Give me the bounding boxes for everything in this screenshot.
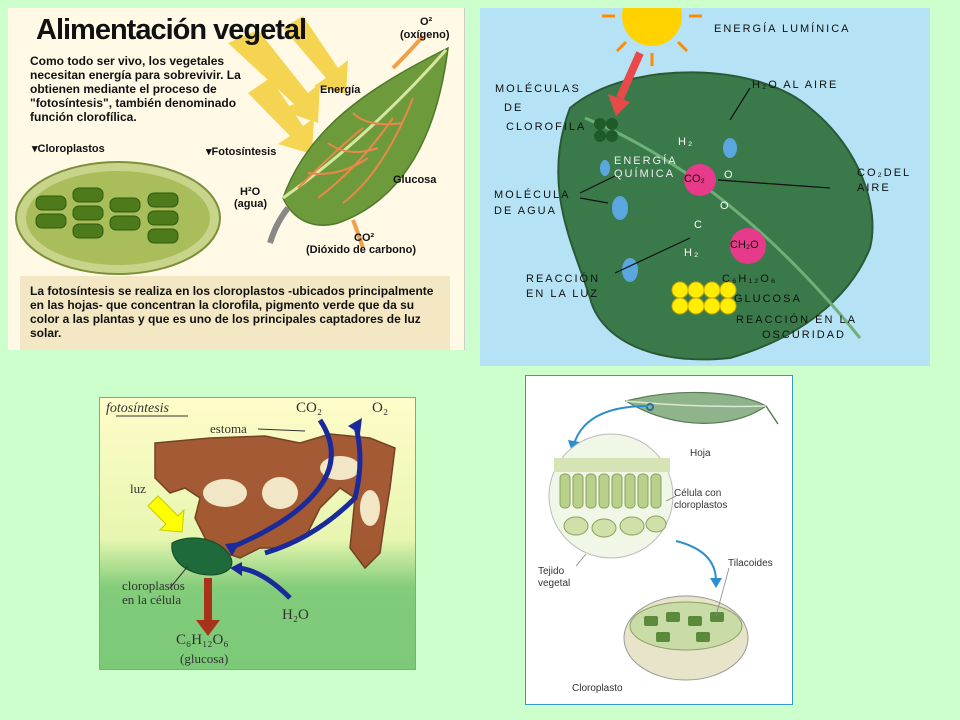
glucosa-formula-label: C₆H₁₂O₆: [176, 632, 229, 648]
molecula-agua-label-2: DE AGUA: [494, 205, 557, 217]
cloroplastos-label-1: cloroplastos: [122, 578, 185, 593]
oxigeno-label: (oxígeno): [400, 29, 450, 41]
leaf-structure-panel: Hoja Célula con cloroplastos Tejido vege…: [525, 375, 793, 705]
co2-del-label: CO₂DEL: [857, 167, 912, 179]
o2-label: O₂: [372, 400, 389, 416]
leaf-diagram: [557, 8, 874, 361]
energia-label: Energía: [320, 84, 361, 96]
caption-text: La fotosíntesis se realiza en los clorop…: [20, 276, 450, 350]
sun-icon: [602, 8, 702, 66]
leaf-photosynthesis-panel: ENERGÍA LUMÍNICA H₂O AL AIRE MOLÉCULAS D…: [480, 8, 930, 366]
alimentacion-illustration: [15, 16, 449, 275]
alimentacion-vegetal-panel: Alimentación vegetal Como todo ser vivo,…: [8, 8, 465, 350]
tilacoides-label: Tilacoides: [728, 558, 773, 569]
aire-label: AIRE: [857, 182, 891, 194]
ch2o-label: CH₂O: [730, 239, 759, 251]
tejido-label-2: vegetal: [538, 578, 571, 589]
leaf-structure-illustration: [548, 391, 779, 681]
o2-label: O²: [420, 16, 433, 28]
reaccion-oscuridad-label-1: REACCIÓN EN LA: [736, 314, 857, 326]
cloroplasto-label: Cloroplasto: [572, 683, 623, 694]
cell-diagram: [116, 415, 396, 636]
glucosa-label: GLUCOSA: [734, 293, 802, 305]
luz-label: luz: [130, 481, 146, 496]
fotosintesis-label: ▾Fotosíntesis: [206, 146, 277, 158]
energia-quimica-label-1: ENERGÍA: [614, 155, 678, 167]
h2o-label: H²O: [240, 186, 261, 198]
molecula-agua-label-1: MOLÉCULA: [494, 189, 571, 201]
o-label-2: O: [720, 200, 731, 212]
c-label: C: [694, 219, 704, 231]
co2-circle-label: CO₂: [684, 173, 705, 185]
glucosa-formula-label: C₆H₁₂O₆: [722, 273, 778, 285]
h2o-label: H₂O: [282, 607, 309, 623]
agua-label: (agua): [234, 198, 267, 210]
dioxido-label: (Dióxido de carbono): [306, 244, 416, 256]
moleculas-label: MOLÉCULAS: [495, 83, 581, 95]
reaccion-luz-label-1: REACCIÓN: [526, 273, 601, 285]
co2-label: CO₂: [296, 400, 323, 416]
co2-label: CO²: [354, 232, 375, 244]
energia-quimica-label-2: QUÍMICA: [614, 168, 676, 180]
h2o-aire-label: H₂O AL AIRE: [752, 79, 839, 91]
reaccion-luz-label-2: EN LA LUZ: [526, 288, 600, 300]
o-label-1: O: [724, 169, 735, 181]
intro-text: Como todo ser vivo, los vegetales necesi…: [30, 54, 241, 124]
cloroplastos-label: ▾Cloroplastos: [32, 143, 105, 155]
glucosa-label: (glucosa): [180, 651, 229, 666]
page-title: Alimentación vegetal: [36, 14, 307, 46]
h2-top-label: H₂: [678, 136, 695, 148]
fotosintesis-title: fotosíntesis: [106, 401, 170, 416]
celula-label-1: Célula con: [674, 488, 722, 499]
de-label: DE: [504, 102, 524, 114]
fotosintesis-cell-panel: fotosíntesis CO₂ O₂ estoma luz cloroplas…: [99, 397, 416, 670]
celula-label-2: cloroplastos: [674, 500, 728, 511]
cloroplastos-label-2: en la célula: [122, 592, 182, 607]
estoma-label: estoma: [210, 421, 247, 436]
reaccion-oscuridad-label-2: OSCURIDAD: [762, 329, 847, 341]
energia-luminica-label: ENERGÍA LUMÍNICA: [714, 23, 851, 35]
hoja-label: Hoja: [690, 448, 711, 459]
glucosa-label: Glucosa: [393, 174, 437, 186]
clorofila-label: CLOROFILA: [506, 121, 587, 133]
h2-bottom-label: H₂: [684, 247, 701, 259]
tejido-label-1: Tejido: [538, 566, 565, 577]
